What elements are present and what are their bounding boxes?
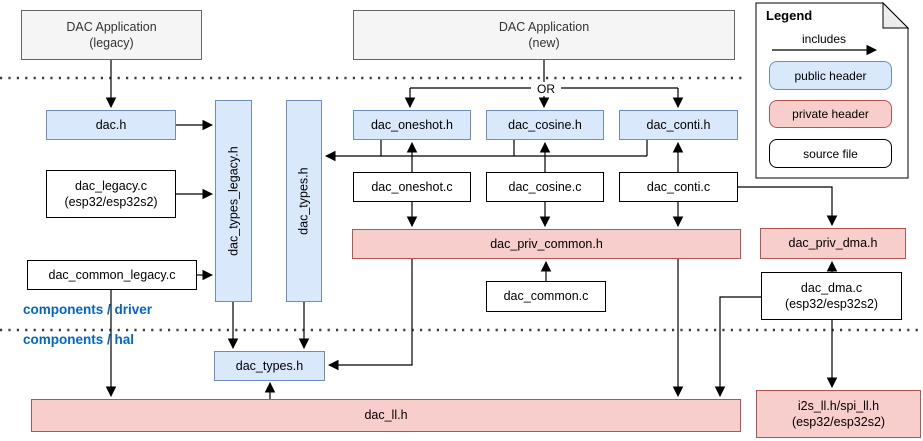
- node-dac-conti-h: dac_conti.h: [619, 110, 738, 140]
- node-dac-priv-common-h: dac_priv_common.h: [352, 229, 741, 259]
- node-dac-legacy-c: dac_legacy.c (esp32/esp32s2): [46, 170, 176, 218]
- node-dac-application-new: DAC Application (new): [353, 10, 735, 60]
- legend-item-public-header: public header: [769, 61, 892, 90]
- node-dac-types-h-hal: dac_types.h: [214, 351, 325, 381]
- node-dac-ll-h: dac_ll.h: [31, 399, 741, 432]
- node-dac-common-legacy-c: dac_common_legacy.c: [27, 260, 197, 290]
- node-dac-dma-c: dac_dma.c (esp32/esp32s2): [761, 272, 902, 320]
- legend-includes-label: includes: [801, 32, 847, 46]
- node-dac-h: dac.h: [46, 110, 176, 140]
- node-dac-types-h-driver: dac_types.h: [286, 100, 322, 302]
- section-label-driver: components / driver: [23, 302, 153, 317]
- node-i2s-ll-spi-ll-h: i2s_ll.h/spi_ll.h (esp32/esp32s2): [756, 390, 921, 438]
- legend-item-source-file: source file: [769, 139, 892, 168]
- node-dac-cosine-c: dac_cosine.c: [486, 172, 604, 202]
- node-dac-cosine-h: dac_cosine.h: [486, 110, 604, 140]
- node-dac-oneshot-h: dac_oneshot.h: [353, 110, 471, 140]
- node-dac-oneshot-c: dac_oneshot.c: [353, 172, 471, 202]
- node-dac-application-legacy: DAC Application (legacy): [21, 10, 202, 60]
- node-label: dac_types_legacy.h: [226, 146, 241, 256]
- node-dac-priv-dma-h: dac_priv_dma.h: [760, 228, 906, 259]
- node-label: dac_types.h: [296, 167, 311, 235]
- page-fold-icon: [882, 1, 910, 29]
- legend-item-private-header: private header: [769, 100, 892, 128]
- or-label: OR: [531, 82, 561, 96]
- node-dac-common-c: dac_common.c: [486, 281, 606, 312]
- legend-title: Legend: [766, 8, 813, 23]
- node-dac-conti-c: dac_conti.c: [619, 172, 738, 202]
- section-label-hal: components / hal: [23, 332, 135, 347]
- node-dac-types-legacy-h: dac_types_legacy.h: [215, 100, 252, 302]
